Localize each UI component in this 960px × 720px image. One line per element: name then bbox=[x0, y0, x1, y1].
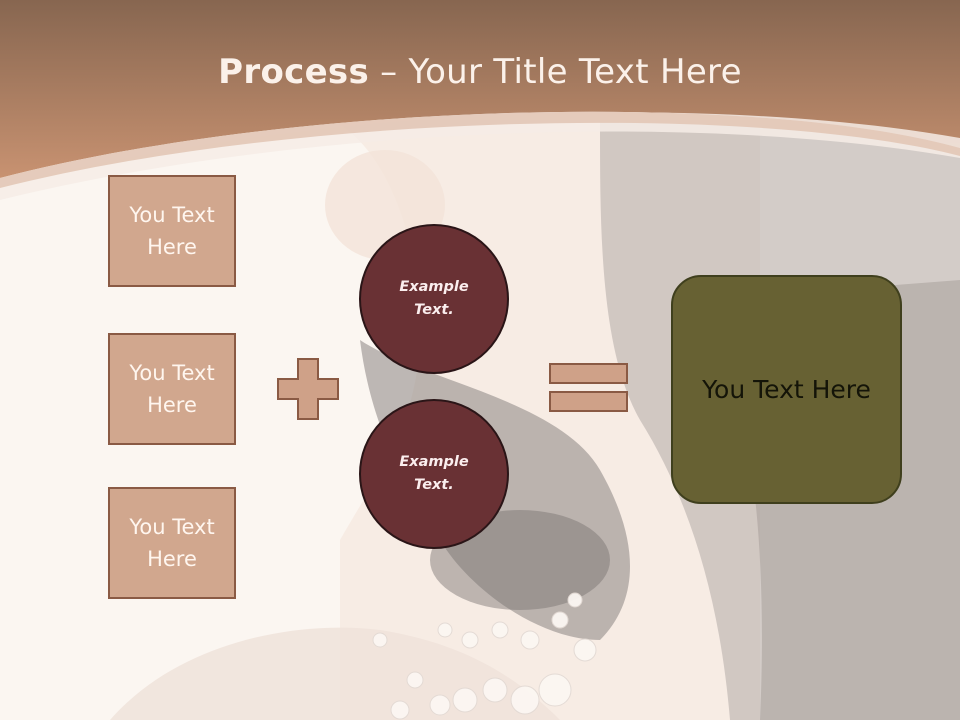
equals-icon bbox=[549, 363, 628, 412]
input-box-label: You Text Here bbox=[129, 361, 215, 417]
input-box-3: You Text Here bbox=[108, 487, 236, 599]
title-bold: Process bbox=[218, 52, 370, 92]
example-circle-2: Example Text. bbox=[359, 399, 509, 549]
example-circle-1: Example Text. bbox=[359, 224, 509, 374]
input-box-label: You Text Here bbox=[129, 203, 215, 259]
example-circle-label: Example Text. bbox=[399, 454, 469, 493]
plus-icon bbox=[277, 358, 339, 420]
input-box-label: You Text Here bbox=[129, 515, 215, 571]
input-box-1: You Text Here bbox=[108, 175, 236, 287]
result-label: You Text Here bbox=[702, 375, 871, 404]
slide-title: Process – Your Title Text Here bbox=[0, 52, 960, 92]
example-circle-label: Example Text. bbox=[399, 279, 469, 318]
input-box-2: You Text Here bbox=[108, 333, 236, 445]
result-box: You Text Here bbox=[671, 275, 902, 504]
title-rest: – Your Title Text Here bbox=[369, 52, 742, 92]
